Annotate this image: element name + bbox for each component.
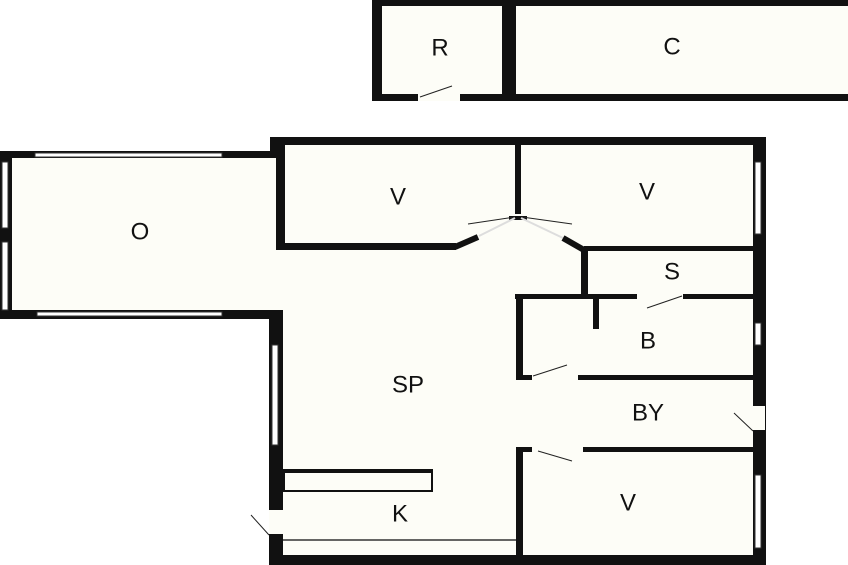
outbuilding (372, 0, 848, 101)
room-label-r: R (431, 34, 448, 61)
room-label-o: O (131, 218, 150, 245)
room-label-by: BY (632, 399, 664, 426)
room-label-v-top-right: V (639, 178, 655, 205)
room-label-v-bottom: V (620, 489, 636, 516)
room-label-k: K (392, 500, 408, 527)
room-label-sp: SP (392, 371, 424, 398)
room-label-b: B (640, 327, 656, 354)
main-structure (250, 137, 766, 565)
room-o-structure (0, 151, 284, 319)
room-label-c: C (663, 33, 680, 60)
room-label-s: S (664, 258, 680, 285)
room-label-v-top-left: V (390, 183, 406, 210)
